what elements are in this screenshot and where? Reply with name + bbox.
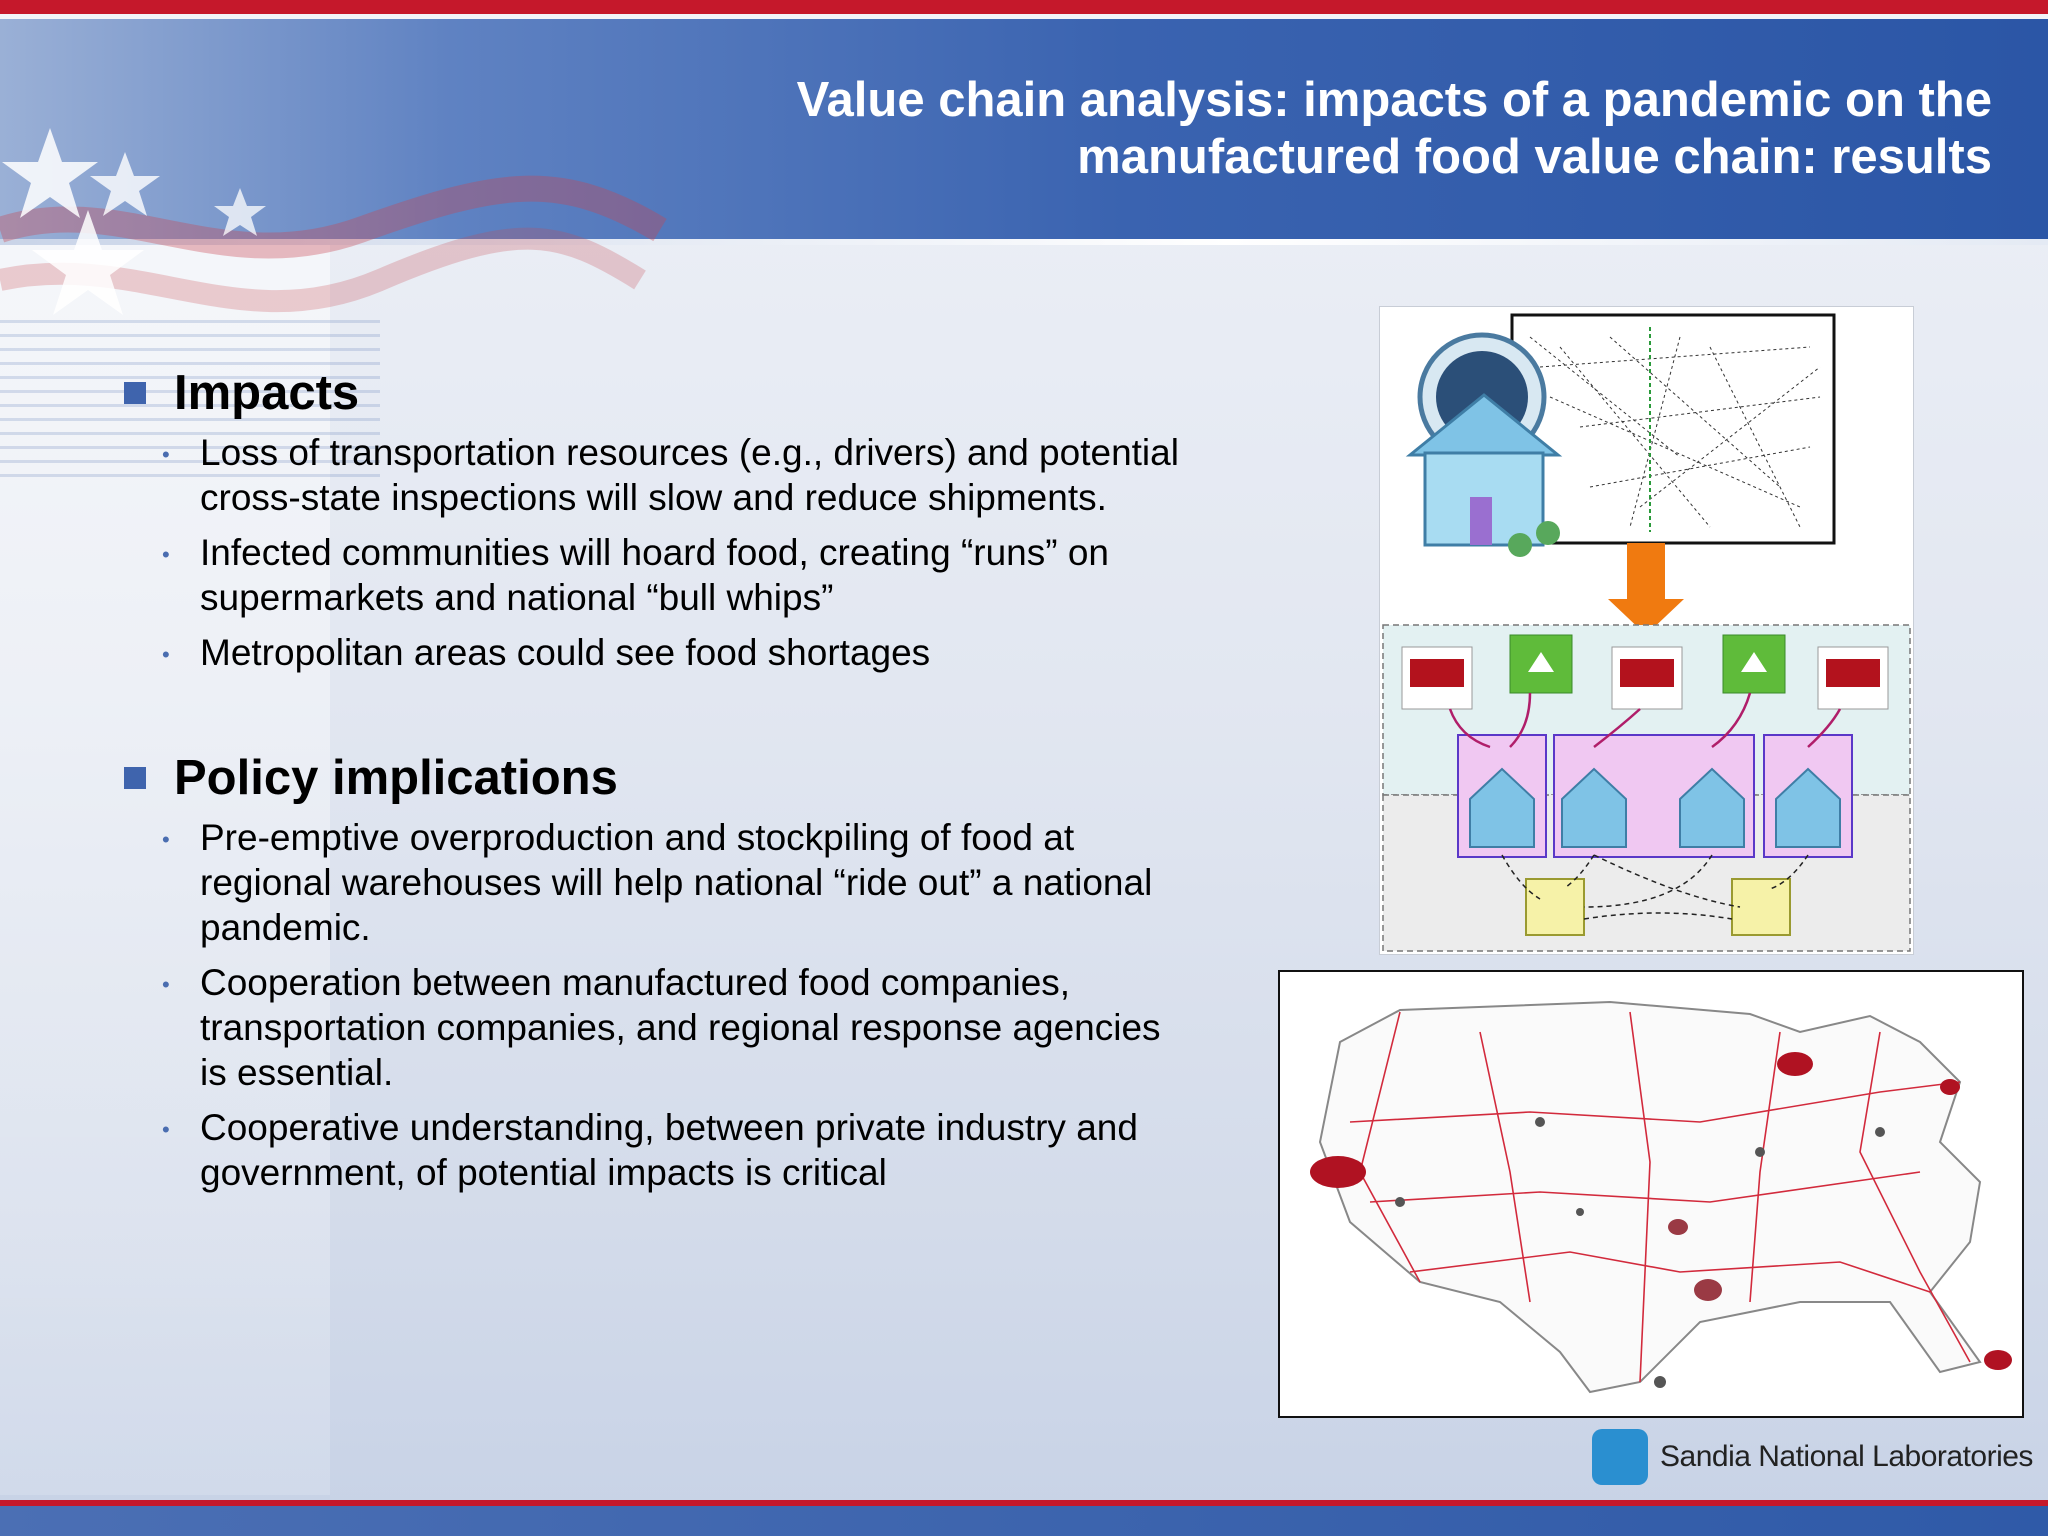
value-chain-diagram xyxy=(1379,306,1914,955)
star-icon xyxy=(2,128,98,218)
section-heading: Impacts xyxy=(124,362,1184,424)
title-line-1: Value chain analysis: impacts of a pande… xyxy=(796,73,1992,127)
school-icon xyxy=(1722,634,1786,694)
sandia-logo-icon xyxy=(1592,1429,1648,1485)
house-agent-icon xyxy=(1469,767,1535,848)
section-impacts: Impacts • Loss of transportation resource… xyxy=(124,362,1184,675)
us-distribution-map xyxy=(1278,970,2024,1418)
down-arrow-icon xyxy=(1608,543,1684,635)
bullet-dot-icon: • xyxy=(162,642,170,667)
title-line-2: manufactured food value chain: results xyxy=(1077,130,1992,184)
bullet-square-icon xyxy=(124,382,146,404)
flag-decoration xyxy=(0,128,667,315)
bullet-text: Cooperative understanding, between priva… xyxy=(200,1107,1138,1193)
section-policy: Policy implications • Pre-emptive overpro… xyxy=(124,747,1184,1195)
header-rule xyxy=(0,239,2048,245)
shopping-cart-icon xyxy=(1525,878,1585,936)
house-agent-icon xyxy=(1405,332,1563,557)
background-fade xyxy=(0,245,330,1495)
city-marker xyxy=(1310,1052,2012,1388)
bullet-text: Cooperation between manufactured food co… xyxy=(200,962,1161,1093)
bullet-dot-icon: • xyxy=(162,542,170,567)
slide-title: Value chain analysis: impacts of a pande… xyxy=(592,72,1992,186)
bullet-text: Infected communities will hoard food, cr… xyxy=(200,532,1109,618)
bottom-blue-bar xyxy=(0,1506,2048,1536)
bullet-text: Loss of transportation resources (e.g., … xyxy=(200,432,1179,518)
header-banner xyxy=(0,19,2048,239)
list-item: • Cooperative understanding, between priv… xyxy=(162,1105,1184,1195)
bullet-list: • Loss of transportation resources (e.g.,… xyxy=(124,430,1184,675)
top-divider xyxy=(0,14,2048,19)
decorative-stripes xyxy=(0,320,380,480)
bullet-text: Pre-emptive overproduction and stockpili… xyxy=(200,817,1153,948)
sandia-logo: Sandia National Laboratories xyxy=(1592,1426,2033,1488)
bullet-dot-icon: • xyxy=(162,1117,170,1142)
star-icon xyxy=(90,152,160,216)
bullet-text: Metropolitan areas could see food shorta… xyxy=(200,632,931,673)
school-icon xyxy=(1509,634,1573,694)
slide-body: Impacts • Loss of transportation resource… xyxy=(124,362,1184,1205)
bullet-list: • Pre-emptive overproduction and stockpil… xyxy=(124,815,1184,1195)
heading-text: Policy implications xyxy=(174,751,618,805)
bullet-dot-icon: • xyxy=(162,972,170,997)
bottom-red-bar xyxy=(0,1500,2048,1506)
list-item: • Pre-emptive overproduction and stockpil… xyxy=(162,815,1184,950)
factory-icon xyxy=(1611,646,1683,710)
star-icon xyxy=(32,210,144,315)
list-item: • Cooperation between manufactured food c… xyxy=(162,960,1184,1095)
star-icon xyxy=(214,188,266,236)
bullet-dot-icon: • xyxy=(162,442,170,467)
heading-text: Impacts xyxy=(174,366,360,420)
house-agent-icon xyxy=(1775,767,1841,848)
house-agent-icon xyxy=(1679,767,1745,848)
bullet-square-icon xyxy=(124,767,146,789)
bullet-dot-icon: • xyxy=(162,827,170,852)
shopping-cart-icon xyxy=(1731,878,1791,936)
house-agent-icon xyxy=(1561,767,1627,848)
list-item: • Metropolitan areas could see food short… xyxy=(162,630,1184,675)
logo-text: Sandia National Laboratories xyxy=(1660,1440,2033,1473)
top-red-bar xyxy=(0,0,2048,14)
section-heading: Policy implications xyxy=(124,747,1184,809)
factory-icon xyxy=(1817,646,1889,710)
list-item: • Infected communities will hoard food, c… xyxy=(162,530,1184,620)
factory-icon xyxy=(1401,646,1473,710)
list-item: • Loss of transportation resources (e.g.,… xyxy=(162,430,1184,520)
